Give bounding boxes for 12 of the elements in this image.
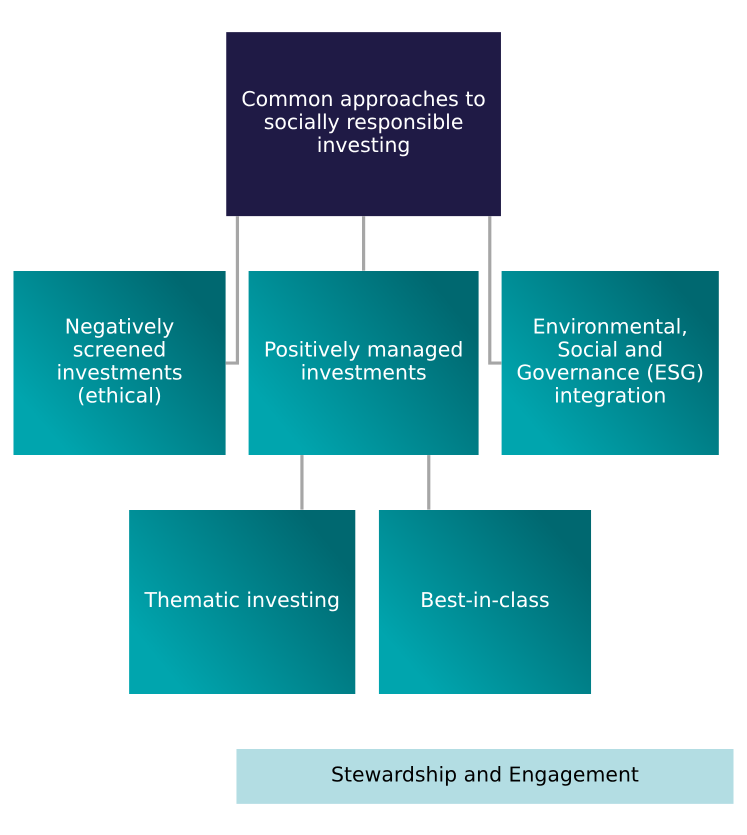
connector	[300, 454, 304, 510]
node-box: Stewardship and Engagement	[236, 748, 734, 804]
connector	[427, 454, 430, 510]
node-box: Environmental, Social and Governance (ESG) integration	[502, 270, 719, 455]
connector	[226, 216, 240, 364]
connector	[362, 216, 366, 270]
node-box: Best-in-class	[378, 510, 592, 694]
connector	[488, 216, 502, 364]
node-box: Thematic investing	[129, 510, 356, 694]
node-box: Positively managed investments	[248, 270, 479, 455]
node-box: Negatively screened investments (ethical)	[13, 270, 226, 455]
node-box: Common approaches to socially responsible investing	[226, 32, 501, 216]
